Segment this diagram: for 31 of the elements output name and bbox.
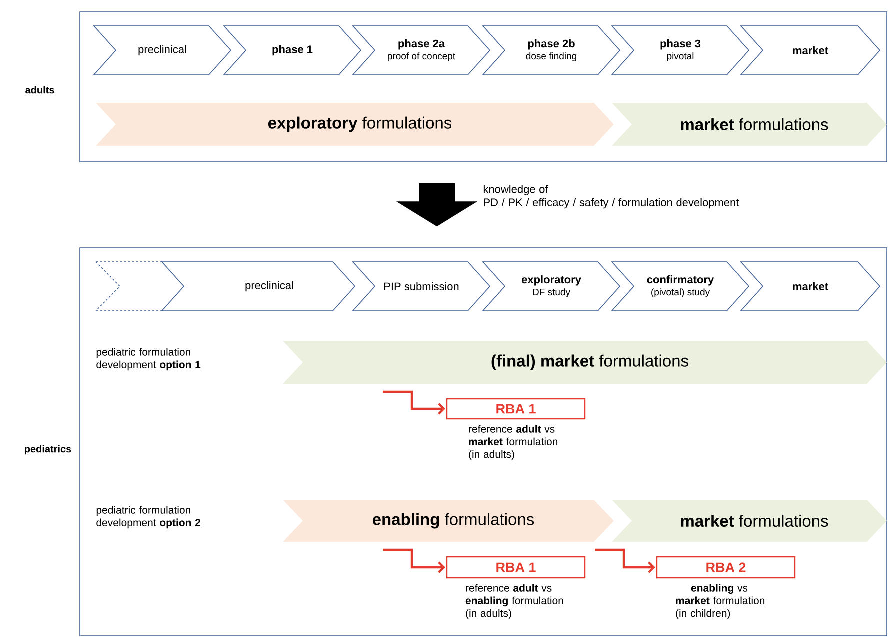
chevron-step: preclinical	[161, 262, 356, 312]
chevron-step: phase 3 pivotal	[611, 26, 750, 76]
chevron-step: phase 1	[223, 26, 362, 76]
chevron-step: phase 2a proof of concept	[352, 26, 491, 76]
description: reference adult vs enabling formulation (in adults)	[466, 584, 564, 620]
dashed-chevron	[96, 262, 164, 312]
edge-label: knowledge of PD / PK / efficacy / safety / formulation development	[484, 185, 740, 209]
chevron-step: PIP submission	[352, 262, 491, 312]
chevron-step: preclinical	[93, 26, 232, 76]
chevron-step: market	[740, 26, 881, 76]
description: reference adult vs market formulation (in adults)	[469, 425, 558, 460]
node-label: pediatrics	[25, 445, 72, 455]
option-label: pediatric formulation development option 1	[96, 348, 201, 371]
arrow	[383, 390, 446, 415]
formulation-band: market formulations	[612, 500, 888, 542]
formulation-band: exploratory formulations	[96, 103, 614, 146]
chevron-step: phase 2b dose finding	[482, 26, 621, 76]
chevron-step: exploratory DF study	[482, 262, 621, 312]
chevron-step: market	[740, 262, 881, 312]
description: enabling vs market formulation (in children)	[676, 584, 765, 620]
arrow	[383, 548, 446, 574]
option-label: pediatric formulation development option 2	[96, 506, 200, 529]
rba-box: RBA 1	[446, 398, 586, 420]
rba-box: RBA 1	[446, 556, 586, 579]
formulation-band: enabling formulations	[283, 500, 614, 542]
rba-box: RBA 2	[656, 556, 796, 579]
chevron-step: confirmatory (pivotal) study	[611, 262, 750, 312]
arrow	[595, 548, 656, 574]
node-label: adults	[26, 86, 54, 94]
formulation-band: (final) market formulations	[283, 341, 888, 384]
formulation-band: market formulations	[612, 103, 888, 146]
